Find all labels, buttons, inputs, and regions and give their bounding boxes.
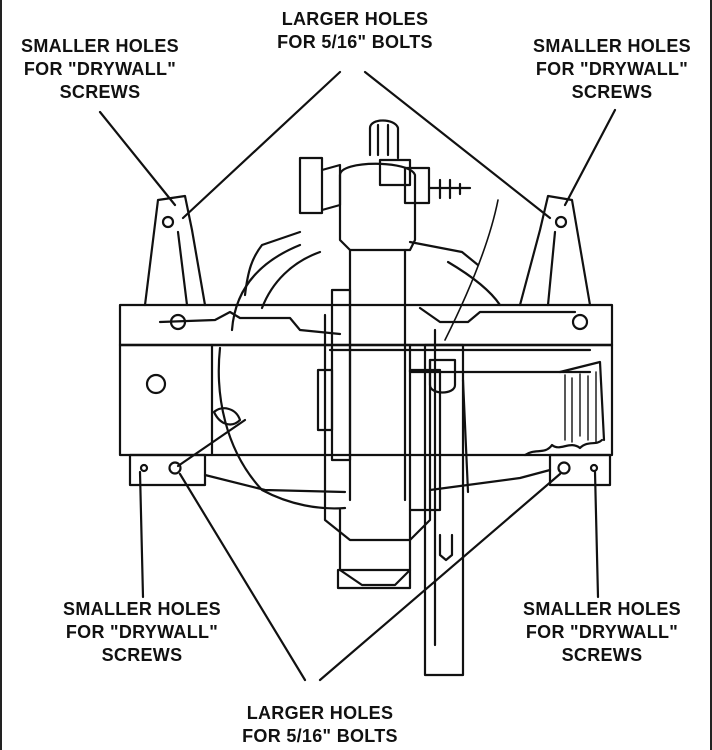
saw-foot-pad: [336, 568, 412, 590]
label-smaller-holes-top-left: SMALLER HOLES FOR "DRYWALL" SCREWS: [21, 36, 179, 102]
left-small-hole: [139, 463, 149, 473]
label-larger-holes-top: LARGER HOLES FOR 5/16" BOLTS: [277, 9, 433, 52]
leader-top-center-left: [181, 70, 342, 220]
leader-top-right: [563, 108, 617, 207]
leader-bottom-center-left: [178, 472, 307, 682]
left-foot: [128, 453, 207, 487]
table-side-hole: [145, 373, 167, 395]
table-mount-hole-right: [571, 313, 589, 331]
leader-lines: [98, 70, 617, 682]
label-larger-holes-bottom: LARGER HOLES FOR 5/16" BOLTS: [242, 703, 398, 746]
right-small-hole: [589, 463, 599, 473]
guard-latch: [212, 407, 242, 426]
left-large-hole: [168, 461, 182, 475]
handle-assembly: [298, 119, 472, 215]
right-large-hole: [557, 461, 571, 475]
label-smaller-holes-bottom-right: SMALLER HOLES FOR "DRYWALL" SCREWS: [523, 599, 681, 665]
right-bracket-hole: [554, 215, 568, 229]
blade-disc: [217, 230, 502, 510]
right-bracket: [518, 194, 592, 307]
base-feet: [128, 360, 612, 494]
cutaway-edge: [523, 438, 604, 457]
leader-top-center-right: [363, 70, 552, 220]
base-table: [118, 303, 614, 457]
leader-bottom-right: [593, 470, 600, 599]
label-smaller-holes-bottom-left: SMALLER HOLES FOR "DRYWALL" SCREWS: [63, 599, 221, 665]
leader-bottom-center-right: [318, 472, 562, 682]
saw-arm: [316, 162, 442, 590]
side-knob: [298, 156, 324, 215]
label-smaller-holes-top-right: SMALLER HOLES FOR "DRYWALL" SCREWS: [533, 36, 691, 102]
table-mount-hole-left: [169, 313, 187, 331]
left-bracket-hole: [161, 215, 175, 229]
leader-top-left: [98, 110, 177, 207]
left-bracket: [143, 194, 207, 307]
right-column: [423, 199, 499, 677]
leader-bottom-left: [138, 470, 145, 599]
